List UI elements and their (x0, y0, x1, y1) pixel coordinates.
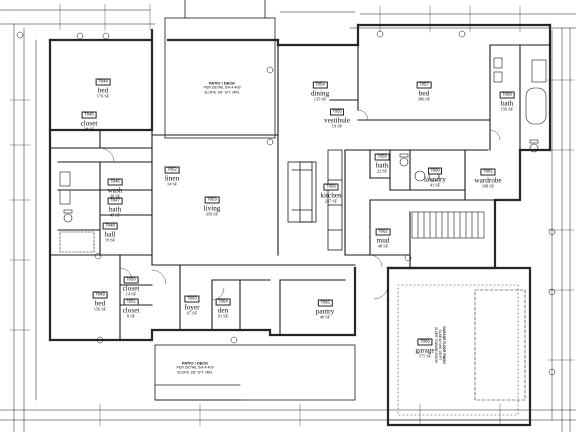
garage-note-heading: GARAGE FLOOR FINISH (442, 326, 447, 364)
patio-note-top: PATIO / DECK PER DETAIL 5/A 4-409 SLOPE … (204, 81, 241, 96)
garage-note-line: SLAB W/ MIN 1/8"/FT (438, 329, 443, 361)
patio-note-bottom: PATIO / DECK PER DETAIL 5/A 4-409 SLOPE … (177, 361, 214, 376)
stair (411, 211, 485, 239)
exterior-walls (48, 23, 552, 427)
garage-floor-note: GARAGE FLOOR FINISH SLAB W/ MIN 1/8"/FT … (434, 326, 446, 363)
grid-markers (16, 30, 556, 376)
kitchen-island (287, 149, 343, 251)
dimension-lines (0, 3, 576, 432)
patio-note-heading: PATIO / DECK (181, 360, 209, 366)
patio-note-line: PER DETAIL 5/A 4-409 (176, 365, 214, 370)
garage-note-line: SLOPE TOWARD DOOR (433, 327, 438, 363)
patio-outlines (154, 0, 356, 401)
interior-walls (49, 44, 551, 341)
garage-features (389, 284, 529, 421)
fixtures (59, 57, 547, 253)
patio-note-line: SLOPE 1/8" 1FT. MIN. (204, 90, 240, 95)
patio-note-line: PER DETAIL 5/A 4-409 (203, 85, 241, 90)
patio-note-heading: PATIO / DECK (208, 80, 236, 86)
patio-note-line: SLOPE 1/8" 1FT. MIN. (177, 370, 213, 375)
